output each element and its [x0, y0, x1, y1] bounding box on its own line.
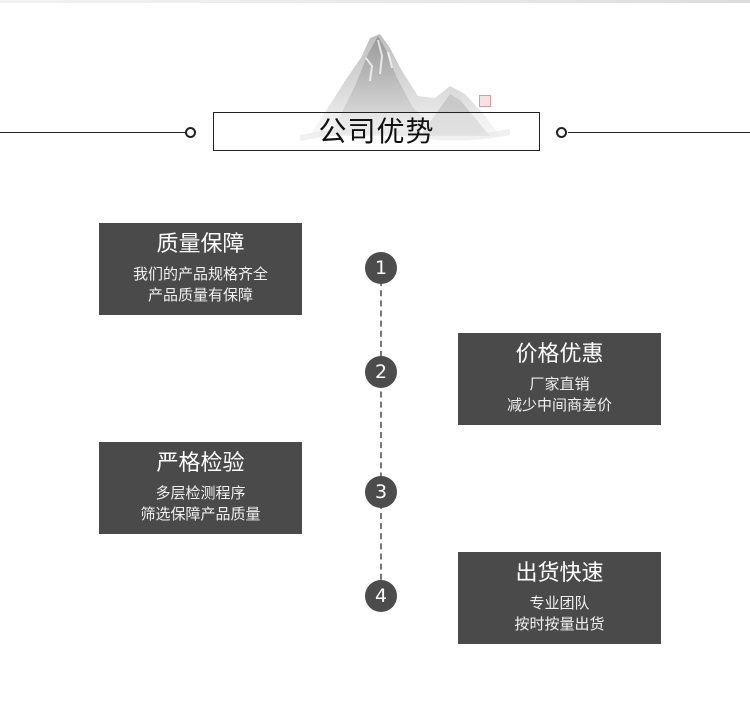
card-price-advantage: 价格优惠 厂家直销 减少中间商差价 [458, 333, 661, 425]
card-title: 出货快速 [515, 561, 604, 586]
card-title: 价格优惠 [515, 342, 604, 367]
card-line: 按时按量出货 [514, 615, 605, 633]
card-line: 专业团队 [529, 594, 590, 612]
timeline-dashed-line [380, 270, 382, 600]
section-title: 公司优势 [318, 114, 435, 148]
card-quality-assurance: 质量保障 我们的产品规格齐全 产品质量有保障 [99, 223, 302, 315]
card-fast-shipping: 出货快速 专业团队 按时按量出货 [458, 552, 661, 644]
card-line: 产品质量有保障 [147, 286, 253, 304]
title-rule-right [568, 132, 750, 133]
card-strict-inspection: 严格检验 多层检测程序 筛选保障产品质量 [99, 442, 302, 534]
title-rule-right-ring [556, 127, 567, 138]
top-divider [0, 0, 750, 3]
ink-mountain-illustration [300, 34, 510, 141]
step-3-badge: 3 [365, 476, 397, 508]
card-line: 多层检测程序 [155, 484, 246, 502]
step-4-badge: 4 [365, 580, 397, 612]
title-rule-left-ring [185, 127, 196, 138]
red-seal-stamp [479, 95, 491, 107]
step-1-badge: 1 [365, 252, 397, 284]
card-line: 厂家直销 [529, 375, 590, 393]
step-2-badge: 2 [365, 356, 397, 388]
title-rule-left [0, 132, 186, 133]
card-line: 我们的产品规格齐全 [132, 265, 268, 283]
card-title: 严格检验 [156, 451, 245, 476]
card-title: 质量保障 [156, 232, 245, 257]
card-line: 筛选保障产品质量 [140, 505, 261, 523]
section-title-box: 公司优势 [213, 112, 540, 151]
card-line: 减少中间商差价 [506, 396, 612, 414]
